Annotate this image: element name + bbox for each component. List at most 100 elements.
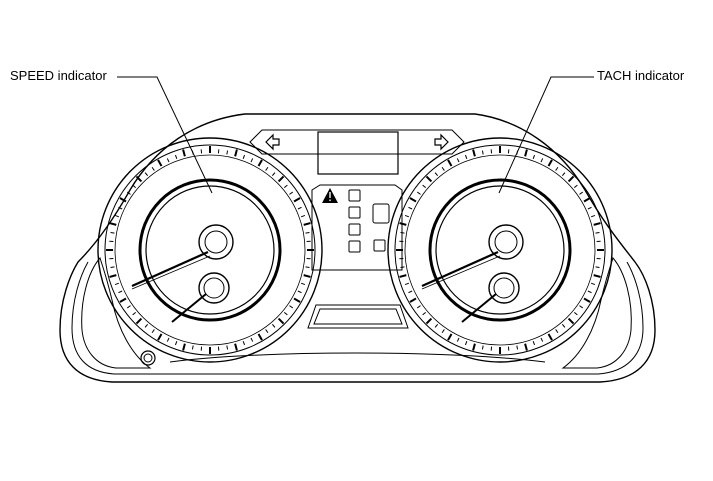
- tach-gauge-tick: [425, 175, 433, 183]
- tach-gauge-tick: [524, 149, 528, 157]
- speed-gauge-tick: [265, 166, 269, 171]
- speed-gauge-tick: [174, 340, 178, 346]
- center-display-screen: [317, 131, 399, 175]
- tach-gauge-tick: [409, 297, 417, 303]
- tach-gauge-tick: [404, 214, 410, 218]
- tach-gauge-tick: [547, 333, 553, 341]
- tach-gauge-tick: [464, 340, 468, 346]
- speed-gauge-tick: [250, 158, 254, 163]
- tach-gauge-tick: [400, 231, 405, 234]
- odometer-window-inner: [313, 308, 403, 325]
- tach-gauge-tick: [595, 266, 600, 269]
- tach-gauge-tick: [416, 305, 421, 309]
- speed-gauge-tick: [119, 297, 127, 303]
- speed-gauge-tick: [250, 337, 254, 342]
- tach-gauge-tick: [456, 337, 460, 342]
- speed-gauge-tick: [119, 197, 127, 203]
- tach-gauge-tick: [447, 333, 453, 341]
- tach-gauge-tick: [573, 311, 578, 316]
- speed-gauge-tick: [174, 154, 178, 160]
- speed-gauge-tick: [265, 329, 269, 334]
- tach-gauge-tick: [464, 154, 468, 160]
- indicator-lamps: [348, 189, 390, 253]
- tach-gauge-tick: [583, 197, 591, 203]
- tach-gauge-tick: [422, 184, 427, 189]
- speed-gauge-dial-face: [145, 185, 275, 315]
- tach-gauge-tick: [532, 154, 536, 160]
- right-arrow-icon: [434, 133, 449, 151]
- tach-gauge-bezel-ring: [394, 144, 606, 356]
- tach-gauge-tick: [595, 231, 600, 234]
- tach-gauge-tick: [593, 274, 601, 278]
- odometer-window: [307, 304, 409, 329]
- speed-gauge-tick: [234, 149, 238, 157]
- tach-gauge-tick: [425, 317, 433, 325]
- speed-gauge-scale-ring: [114, 154, 306, 346]
- cluster-outer-housing: [59, 113, 656, 383]
- tach-gauge-lower-hub: [488, 272, 520, 304]
- tach-gauge-tick: [434, 323, 439, 328]
- speed-gauge-tick: [271, 323, 276, 328]
- gauges: [97, 137, 613, 363]
- speed-gauge-tick: [289, 191, 294, 195]
- speed-gauge-main-needle: [131, 250, 209, 288]
- speed-gauge-tick: [293, 197, 301, 203]
- tach-gauge-tick: [524, 343, 528, 351]
- speed-leader-line: [117, 76, 213, 194]
- speed-gauge-tick: [109, 274, 117, 278]
- tach-gauge-tick: [547, 159, 553, 167]
- tach-gauge-tick: [583, 297, 591, 303]
- speed-gauge-tick: [283, 184, 288, 189]
- tach-gauge-tick: [567, 175, 575, 183]
- speed-gauge-tick: [110, 231, 115, 234]
- speed-gauge-tick: [132, 311, 137, 316]
- tach-gauge-tick: [472, 343, 476, 351]
- speed-gauge-tick: [114, 282, 120, 286]
- speed-gauge-tick: [109, 222, 117, 226]
- speed-gauge-tick: [191, 150, 194, 155]
- tach-gauge-main-needle: [421, 250, 499, 288]
- tach-gauge-tick: [587, 290, 592, 294]
- tach-gauge-upper-hub-cap: [494, 230, 518, 254]
- speed-gauge-tick: [126, 191, 131, 195]
- speed-gauge-tick: [283, 311, 288, 316]
- tach-gauge-tick: [456, 158, 460, 163]
- speed-gauge-upper-hub-cap: [204, 230, 228, 254]
- tach-gauge-upper-hub: [488, 224, 524, 260]
- speed-gauge-tick: [297, 206, 302, 210]
- speed-gauge-tick: [114, 214, 120, 218]
- tach-gauge-tick: [416, 191, 421, 195]
- speed-gauge-tick: [303, 274, 311, 278]
- speed-gauge-tick: [151, 166, 155, 171]
- speed-gauge-tick: [166, 337, 170, 342]
- speed-gauge-tick: [242, 340, 246, 346]
- speed-gauge-tick: [277, 175, 285, 183]
- tach-gauge-tick: [434, 172, 439, 177]
- speed-gauge-tick: [257, 333, 263, 341]
- tach-gauge-tick: [481, 150, 484, 155]
- speed-gauge-tick: [242, 154, 246, 160]
- speed-gauge-main-needle-edge: [131, 255, 211, 290]
- speed-gauge-tick: [132, 184, 137, 189]
- speed-indicator-label: SPEED indicator: [10, 68, 107, 83]
- speed-gauge-tick: [226, 150, 229, 155]
- speed-gauge-tick: [135, 175, 143, 183]
- tach-gauge-tick: [409, 197, 417, 203]
- speed-gauge-tick: [277, 317, 285, 325]
- speed-gauge-tick: [118, 206, 123, 210]
- tach-gauge-tick: [447, 159, 453, 167]
- tach-gauge-tick: [516, 150, 519, 155]
- speed-gauge-tick: [157, 333, 163, 341]
- tach-gauge-tick: [408, 290, 413, 294]
- speed-gauge-tick: [257, 159, 263, 167]
- center-panel: [311, 184, 403, 271]
- tach-gauge-scale-ring: [404, 154, 596, 346]
- tach-gauge-tick: [567, 317, 575, 325]
- speed-gauge-tick: [303, 222, 311, 226]
- speed-gauge-tick: [289, 305, 294, 309]
- speed-gauge-tick: [118, 290, 123, 294]
- speed-gauge-tick: [300, 214, 306, 218]
- tach-gauge-tick: [555, 166, 559, 171]
- speed-gauge-tick: [144, 323, 149, 328]
